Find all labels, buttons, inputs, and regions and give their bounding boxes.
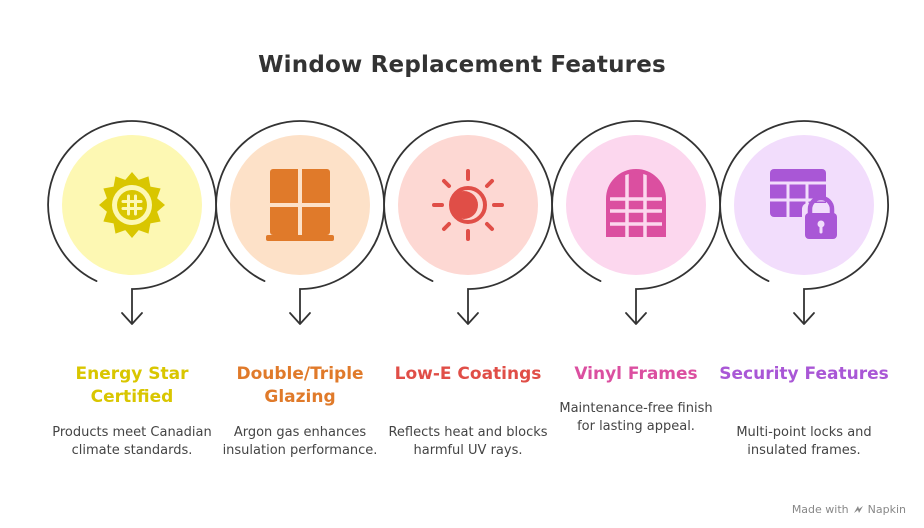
footer-label: Made with (791, 503, 849, 516)
feature-node-4 (551, 120, 721, 325)
feature-title: Low-E Coatings (394, 364, 542, 384)
sun-certified-icon (99, 172, 165, 238)
footer-brand: Napkin (867, 503, 906, 516)
feature-title: Security Features (719, 364, 889, 384)
connector-arrow (215, 120, 385, 324)
feature-title: Energy Star Certified (75, 364, 189, 407)
arrowhead-icon (289, 312, 311, 325)
page-title: Window Replacement Features (258, 52, 666, 78)
feature-description: Reflects heat and blocks harmful UV rays… (388, 425, 548, 458)
arrowhead-icon (121, 312, 143, 325)
feature-description: Products meet Canadian climate standards… (52, 425, 212, 458)
feature-description: Maintenance-free finish for lasting appe… (559, 401, 713, 434)
window-panes-icon (266, 169, 334, 241)
footer-attribution: Made with Napkin (792, 503, 906, 516)
feature-node-1 (47, 120, 217, 325)
arrowhead-icon (457, 312, 479, 325)
window-lock-icon (770, 169, 840, 243)
feature-node-5 (719, 120, 889, 325)
feature-description: Argon gas enhances insulation performanc… (222, 425, 378, 458)
connector-arrow (47, 120, 217, 324)
feature-description: Multi-point locks and insulated frames. (736, 425, 872, 458)
feature-title: Double/Triple Glazing (236, 364, 364, 407)
feature-title: Vinyl Frames (574, 364, 698, 384)
arrowhead-icon (625, 312, 647, 325)
arched-window-icon (606, 169, 666, 237)
arrowhead-icon (793, 312, 815, 325)
feature-node-3 (383, 120, 553, 325)
napkin-logo-icon (853, 506, 863, 513)
connector-arrow (383, 120, 553, 324)
feature-node-2 (215, 120, 385, 325)
sun-moon-icon (432, 169, 504, 241)
connector-arrow (719, 120, 889, 324)
connector-arrow (551, 120, 721, 324)
